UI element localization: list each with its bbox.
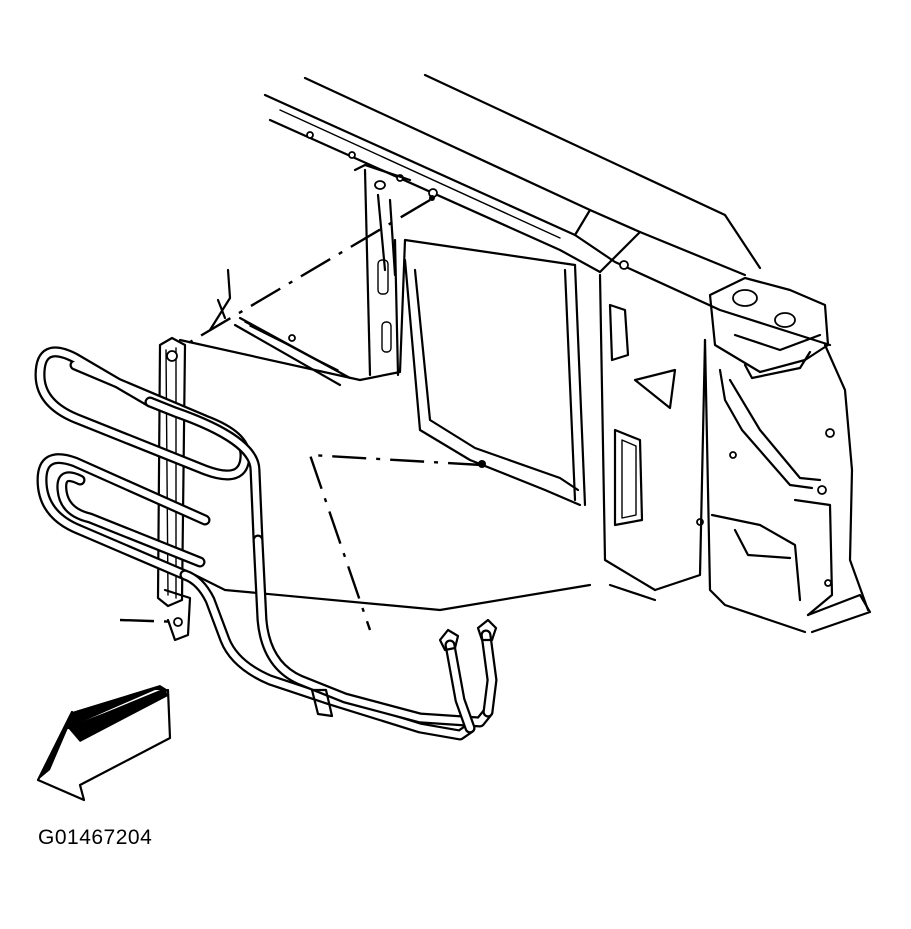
arrow-front-icon <box>36 685 172 802</box>
cooler-coil <box>34 346 498 741</box>
center-panel <box>178 163 707 612</box>
left-mount-bracket <box>156 336 192 642</box>
right-bracket <box>696 276 872 634</box>
upper-tie-bar <box>263 73 832 347</box>
leader-lines <box>119 195 486 631</box>
figure-id-label: G01467204 <box>38 826 153 849</box>
